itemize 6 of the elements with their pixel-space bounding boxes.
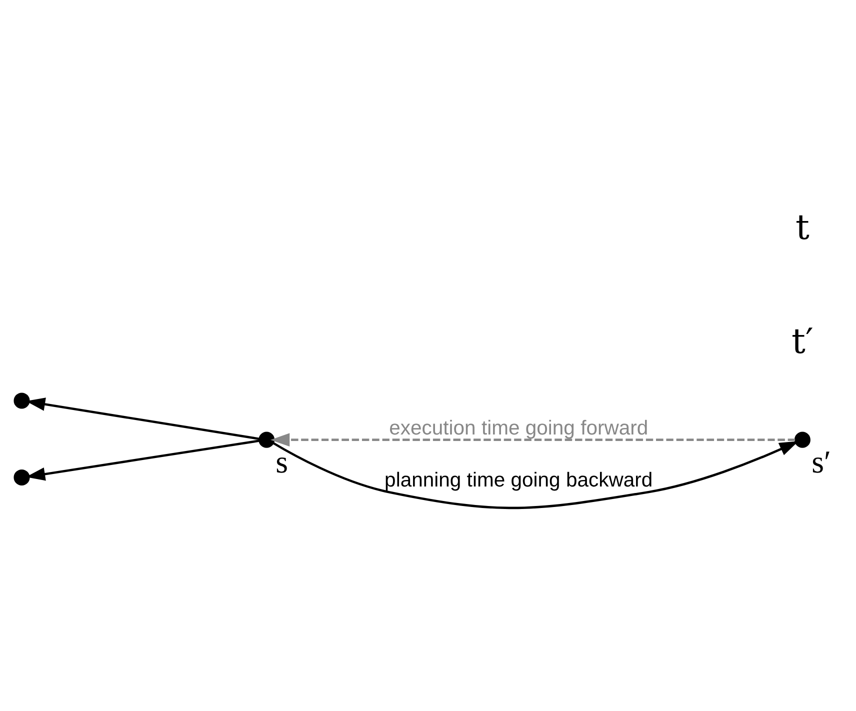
edge-label: execution time going forward xyxy=(389,416,648,439)
node-label: s xyxy=(276,444,288,480)
label: t′ xyxy=(792,322,814,362)
node-label: s′ xyxy=(812,444,832,480)
edge-label: planning time going backward xyxy=(384,468,653,491)
label: t xyxy=(795,207,810,248)
